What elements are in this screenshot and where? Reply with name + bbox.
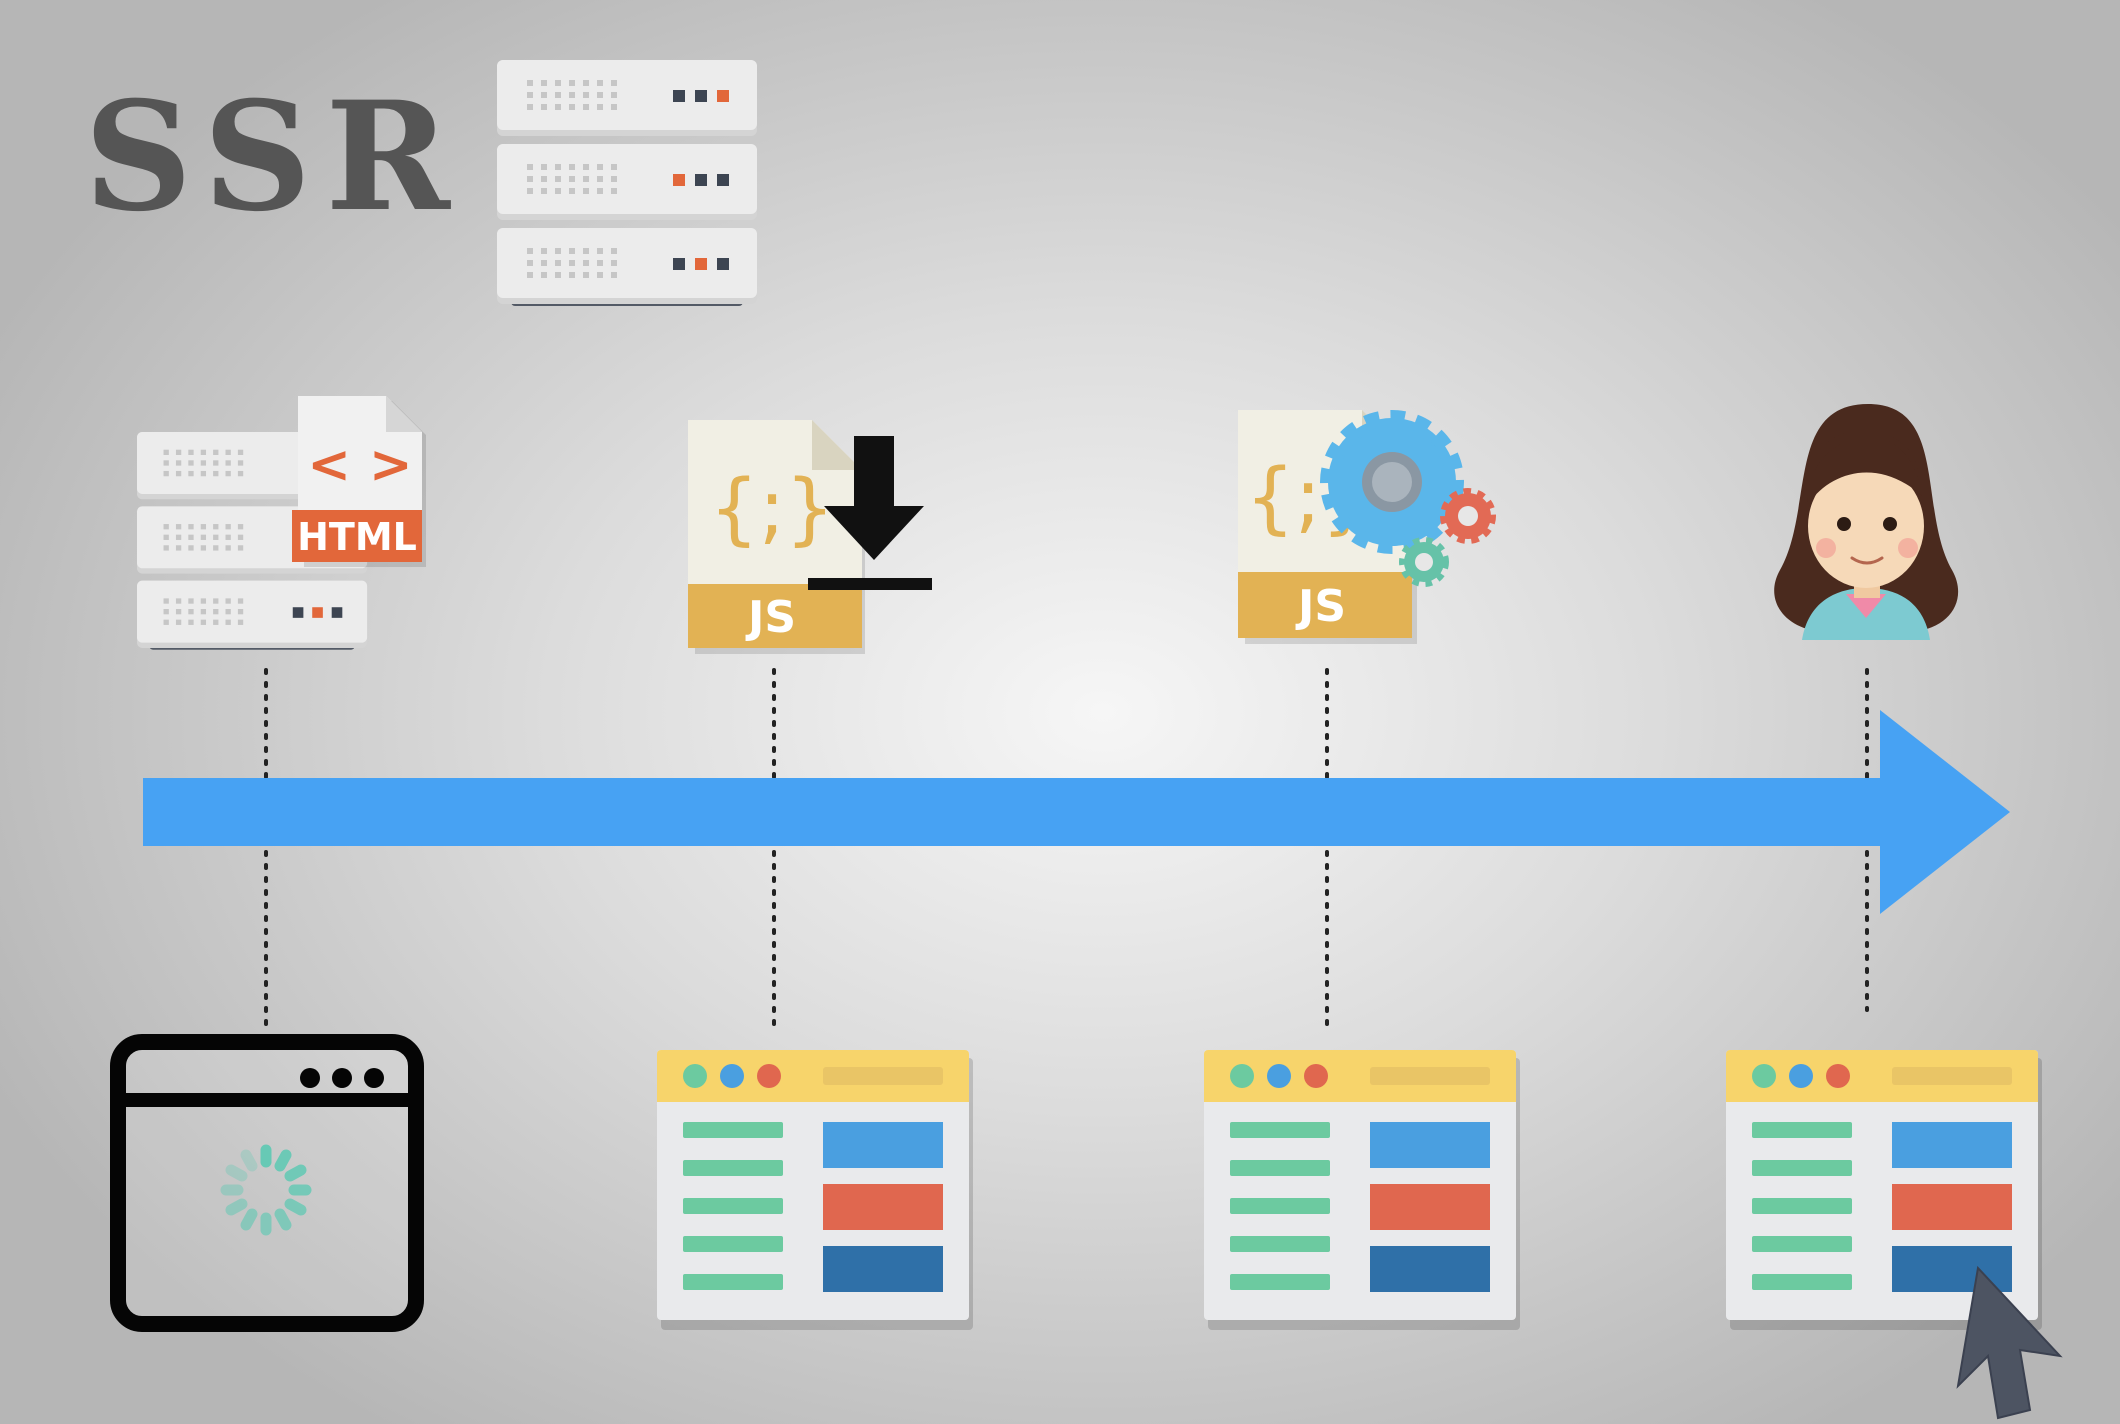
loading-spinner-icon — [220, 1144, 312, 1236]
gear-small-icon — [1399, 537, 1449, 587]
gear-small-icon — [1440, 488, 1496, 544]
timeline-connectors — [264, 668, 1869, 1032]
server-stack-icon — [497, 60, 757, 306]
html-file-label: HTML — [297, 515, 417, 559]
js-file-download-label: JS — [745, 592, 796, 643]
js-download-icon: {;} JS — [688, 420, 932, 654]
browser-loading-icon — [110, 1034, 424, 1332]
js-braces-download: {;} — [709, 464, 835, 554]
web-page-icon — [1204, 1050, 1520, 1330]
page-title: SSR — [84, 69, 465, 245]
mouse-cursor-icon — [1956, 1265, 2063, 1420]
server-html-icon: < > HTML — [137, 396, 426, 650]
user-avatar-icon — [1774, 404, 1959, 640]
js-file-execute-label: JS — [1295, 581, 1346, 632]
timeline-arrow — [143, 710, 2010, 914]
web-page-icon — [657, 1050, 973, 1330]
gear-icon — [1320, 410, 1464, 554]
js-execute-icon: {;} JS — [1238, 410, 1496, 644]
html-code-symbol: < > — [307, 435, 412, 495]
